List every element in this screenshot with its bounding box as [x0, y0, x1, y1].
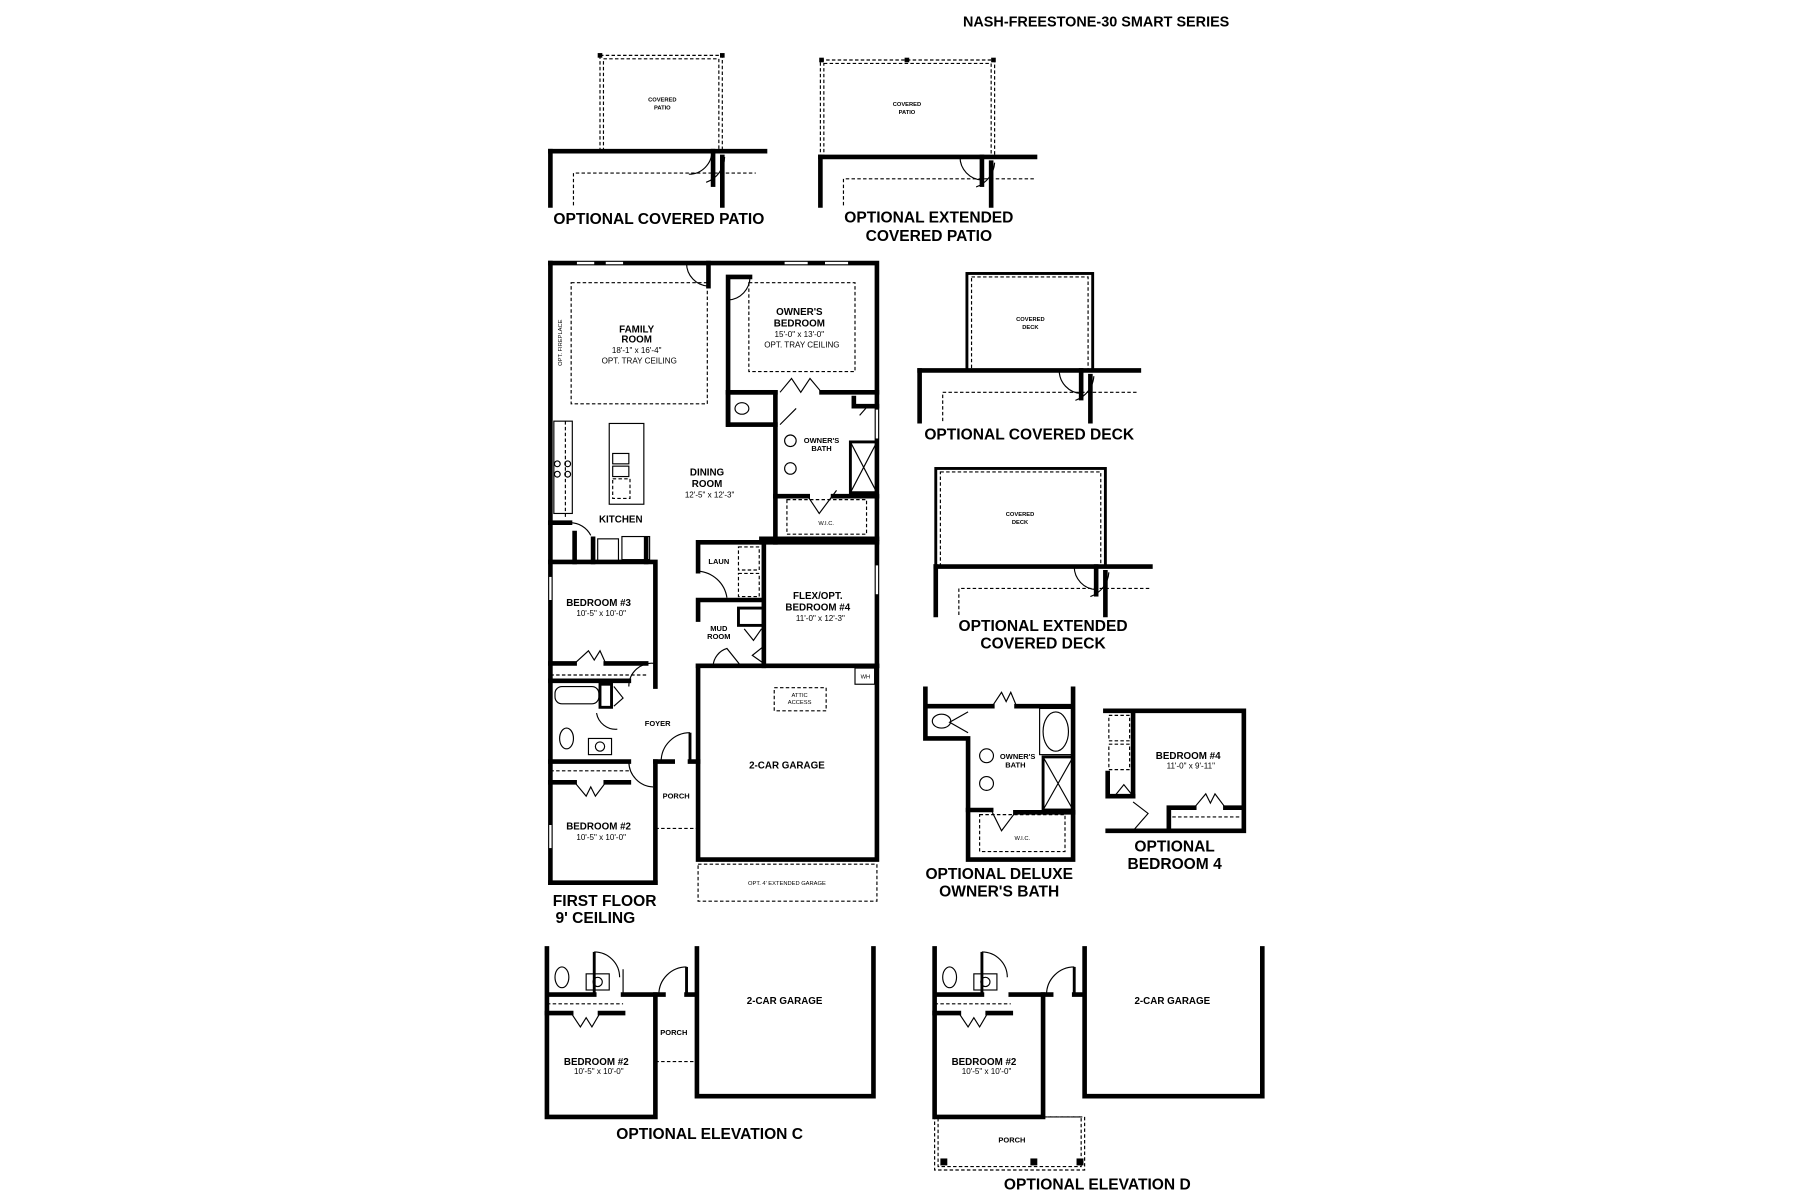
option-label: OPTIONAL ELEVATION C	[616, 1126, 803, 1143]
room-label-bedroom-2: BEDROOM #2 10'-5" x 10'-0"	[564, 1048, 634, 1076]
room-label-family-room: FAMILY ROOM 18'-1" x 16'-4" OPT. TRAY CE…	[602, 315, 677, 365]
plan-title: NASH-FREESTONE-30 SMART SERIES	[963, 15, 1230, 31]
room-label-wic: W.I.C.	[818, 521, 834, 527]
room-label-bedroom-4: BEDROOM #4 11'-0" x 9'-11"	[1156, 742, 1226, 770]
room-label-garage: 2-CAR GARAGE	[1134, 996, 1210, 1007]
option-label: OPTIONAL COVERED PATIO	[553, 211, 764, 228]
room-label-garage: 2-CAR GARAGE	[747, 996, 823, 1007]
option-label: OPTIONAL COVERED DECK	[924, 427, 1135, 444]
extended-garage-label: OPT. 4' EXTENDED GARAGE	[748, 881, 826, 887]
room-label-flex: FLEX/OPT. BEDROOM #4 11'-0" x 12'-3"	[785, 582, 855, 623]
water-heater-label: WH	[861, 674, 871, 680]
first-floor-plan: OPT. FIREPLACE FAMILY ROOM 18'-1" x 16'-…	[548, 260, 880, 927]
room-label-bedroom-2: BEDROOM #2 10'-5" x 10'-0"	[566, 813, 636, 842]
room-label-porch: PORCH	[663, 791, 690, 800]
room-label-porch: PORCH	[660, 1028, 687, 1037]
option-label: OPTIONAL ELEVATION D	[1004, 1177, 1191, 1194]
room-label-porch: PORCH	[998, 1135, 1025, 1144]
room-label-garage: 2-CAR GARAGE	[749, 760, 825, 771]
option-elevation-c: BEDROOM #2 10'-5" x 10'-0" PORCH 2-CAR G…	[544, 946, 876, 1143]
fireplace-label: OPT. FIREPLACE	[558, 319, 564, 365]
room-label-owners-bedroom: OWNER'S BEDROOM 15'-0" x 13'-0" OPT. TRA…	[764, 298, 839, 349]
room-label-dining-room: DINING ROOM 12'-5" x 12'-3"	[685, 458, 735, 499]
room-label-bedroom-2: BEDROOM #2 10'-5" x 10'-0"	[952, 1048, 1022, 1076]
room-label-laundry: LAUN	[708, 557, 729, 566]
room-label-kitchen: KITCHEN	[599, 515, 643, 526]
option-elevation-d: BEDROOM #2 10'-5" x 10'-0" PORCH 2-CAR G…	[932, 946, 1265, 1194]
room-label-foyer: FOYER	[645, 719, 671, 728]
room-label-wic: W.I.C.	[1014, 836, 1030, 842]
room-label-bedroom-3: BEDROOM #3 10'-5" x 10'-0"	[566, 589, 636, 618]
